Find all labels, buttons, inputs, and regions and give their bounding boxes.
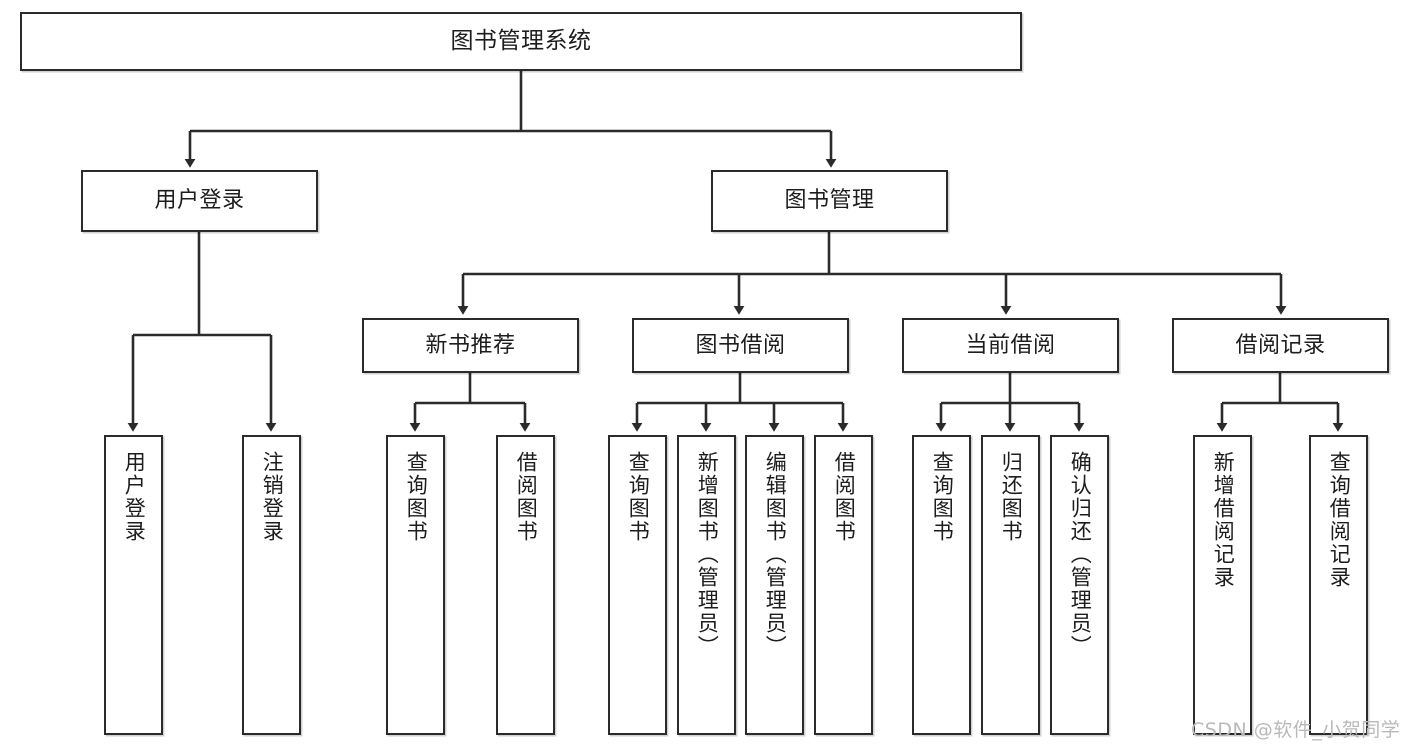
leaf-add-borrow-record[interactable]: 新增借阅记录 [1193,435,1252,735]
leaf-new-book-borrow-books[interactable]: 借阅图书 [496,435,555,735]
node-label: 新书推荐 [425,332,516,358]
node-label: 查询图书 [626,451,651,543]
node-label: 新增借阅记录 [1211,451,1236,589]
node-user-login[interactable]: 用户登录 [81,170,318,232]
leaf-book-borrow-edit-book-admin[interactable]: 编辑图书（管理员） [745,435,804,735]
leaf-logout[interactable]: 注销登录 [242,435,301,735]
node-label: 当前借阅 [965,332,1056,358]
node-root-book-management-system[interactable]: 图书管理系统 [20,12,1022,71]
node-new-book-recommendation[interactable]: 新书推荐 [362,318,579,373]
leaf-current-borrow-confirm-return-admin[interactable]: 确认归还（管理员） [1050,435,1109,735]
node-label: 用户登录 [154,188,245,214]
node-label: 注销登录 [260,451,285,543]
leaf-new-book-query-books[interactable]: 查询图书 [386,435,445,735]
node-book-management[interactable]: 图书管理 [711,170,948,232]
leaf-book-borrow-borrow-books[interactable]: 借阅图书 [814,435,873,735]
node-borrowing-record[interactable]: 借阅记录 [1172,318,1389,373]
leaf-query-borrow-record[interactable]: 查询借阅记录 [1309,435,1368,735]
node-label: 图书管理 [784,188,875,214]
csdn-watermark: CSDN @软件_小贺同学 [1191,719,1401,741]
leaf-book-borrow-query-books[interactable]: 查询图书 [608,435,667,735]
node-label: 借阅图书 [832,451,857,543]
leaf-book-borrow-add-book-admin[interactable]: 新增图书（管理员） [677,435,736,735]
node-label: 借阅记录 [1235,332,1326,358]
node-label: 编辑图书（管理员） [763,451,788,658]
leaf-current-borrow-return-books[interactable]: 归还图书 [981,435,1040,735]
node-label: 图书管理系统 [450,27,592,54]
node-label: 新增图书（管理员） [695,451,720,658]
node-label: 用户登录 [122,451,147,543]
node-label: 图书借阅 [695,332,786,358]
node-label: 借阅图书 [514,451,539,543]
node-current-borrowing[interactable]: 当前借阅 [902,318,1119,373]
leaf-current-borrow-query-books[interactable]: 查询图书 [912,435,971,735]
node-book-borrowing[interactable]: 图书借阅 [632,318,849,373]
node-label: 查询图书 [930,451,955,543]
node-label: 归还图书 [999,451,1024,543]
node-label: 查询图书 [404,451,429,543]
node-label: 查询借阅记录 [1327,451,1352,589]
leaf-user-login[interactable]: 用户登录 [104,435,163,735]
node-label: 确认归还（管理员） [1068,451,1093,658]
